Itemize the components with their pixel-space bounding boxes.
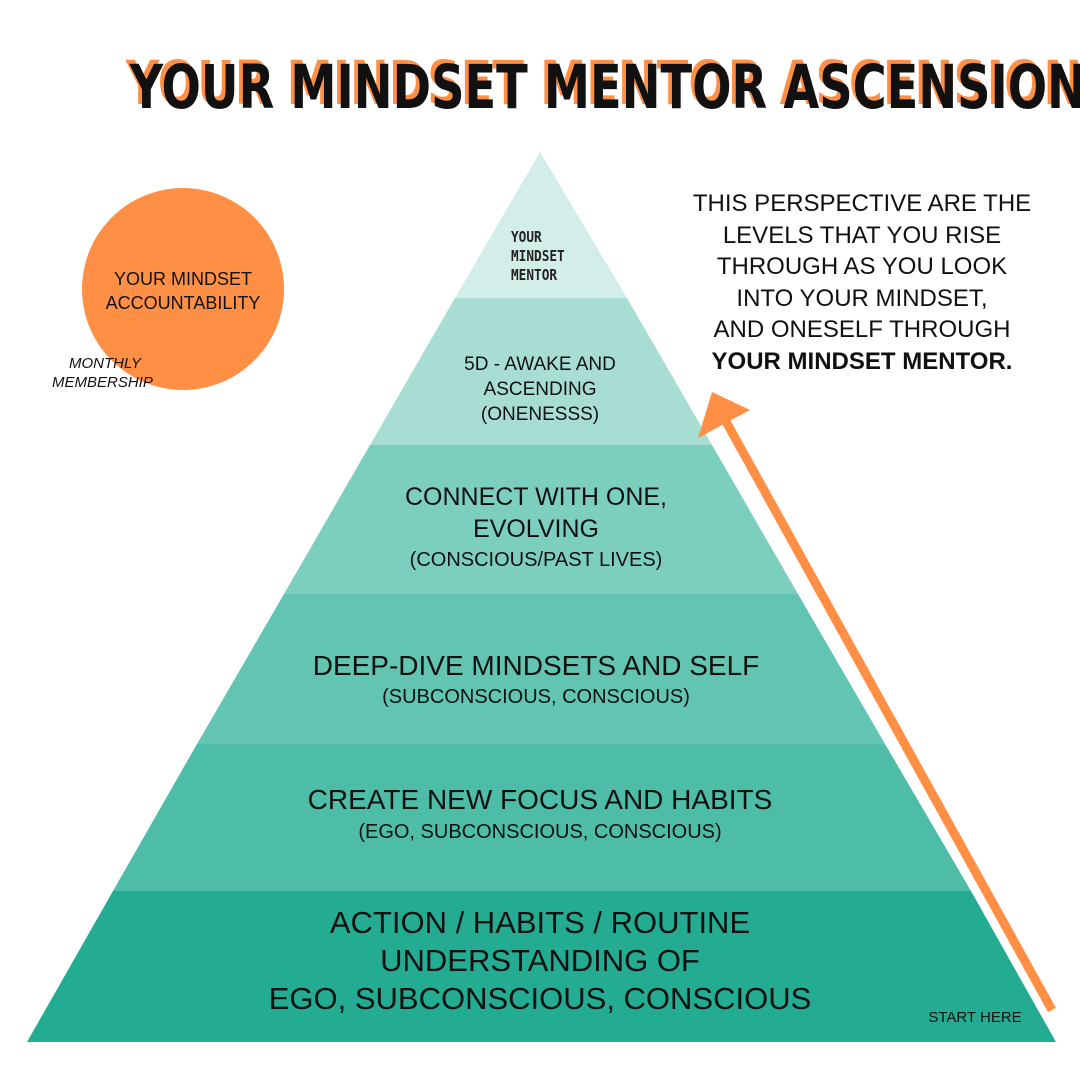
perspective-note: THIS PERSPECTIVE ARE THE LEVELS THAT YOU… [662, 188, 1062, 377]
tier-awake-text: 5D - AWAKE AND ASCENDING (ONENESSS) [464, 354, 616, 425]
pyramid-tier-deep-dive [197, 594, 885, 744]
pyramid-tier-awake [370, 298, 712, 445]
ascension-arrow-head [698, 392, 750, 438]
page-title: YOUR MINDSET MENTOR ASCENSION [129, 52, 1080, 123]
tier-action-text: ACTION / HABITS / ROUTINE UNDERSTANDING … [268, 905, 812, 1016]
monthly-membership-label: MONTHLY MEMBERSHIP [52, 355, 153, 391]
tier-deep-dive-text: DEEP-DIVE MINDSETS AND SELF (SUBCONSCIOU… [312, 650, 760, 708]
accountability-circle [82, 188, 284, 390]
start-here-label: START HERE [928, 1009, 1022, 1026]
pyramid-tier-connect [284, 445, 798, 594]
pyramid-tier-action [27, 891, 1056, 1042]
tier-create-text: CREATE NEW FOCUS AND HABITS (EGO, SUBCON… [307, 784, 773, 843]
accountability-label: YOUR MINDSET ACCOUNTABILITY [105, 269, 261, 313]
pyramid-tier-create [113, 744, 971, 891]
pyramid-tier-top [455, 152, 627, 298]
top-tier-label: YOUR MINDSET MENTOR [511, 228, 565, 284]
perspective-emphasis: YOUR MINDSET MENTOR. [711, 347, 1013, 375]
ascension-arrow-shaft [720, 415, 1056, 1013]
tier-connect-text: CONNECT WITH ONE, EVOLVING (CONSCIOUS/PA… [404, 483, 668, 571]
